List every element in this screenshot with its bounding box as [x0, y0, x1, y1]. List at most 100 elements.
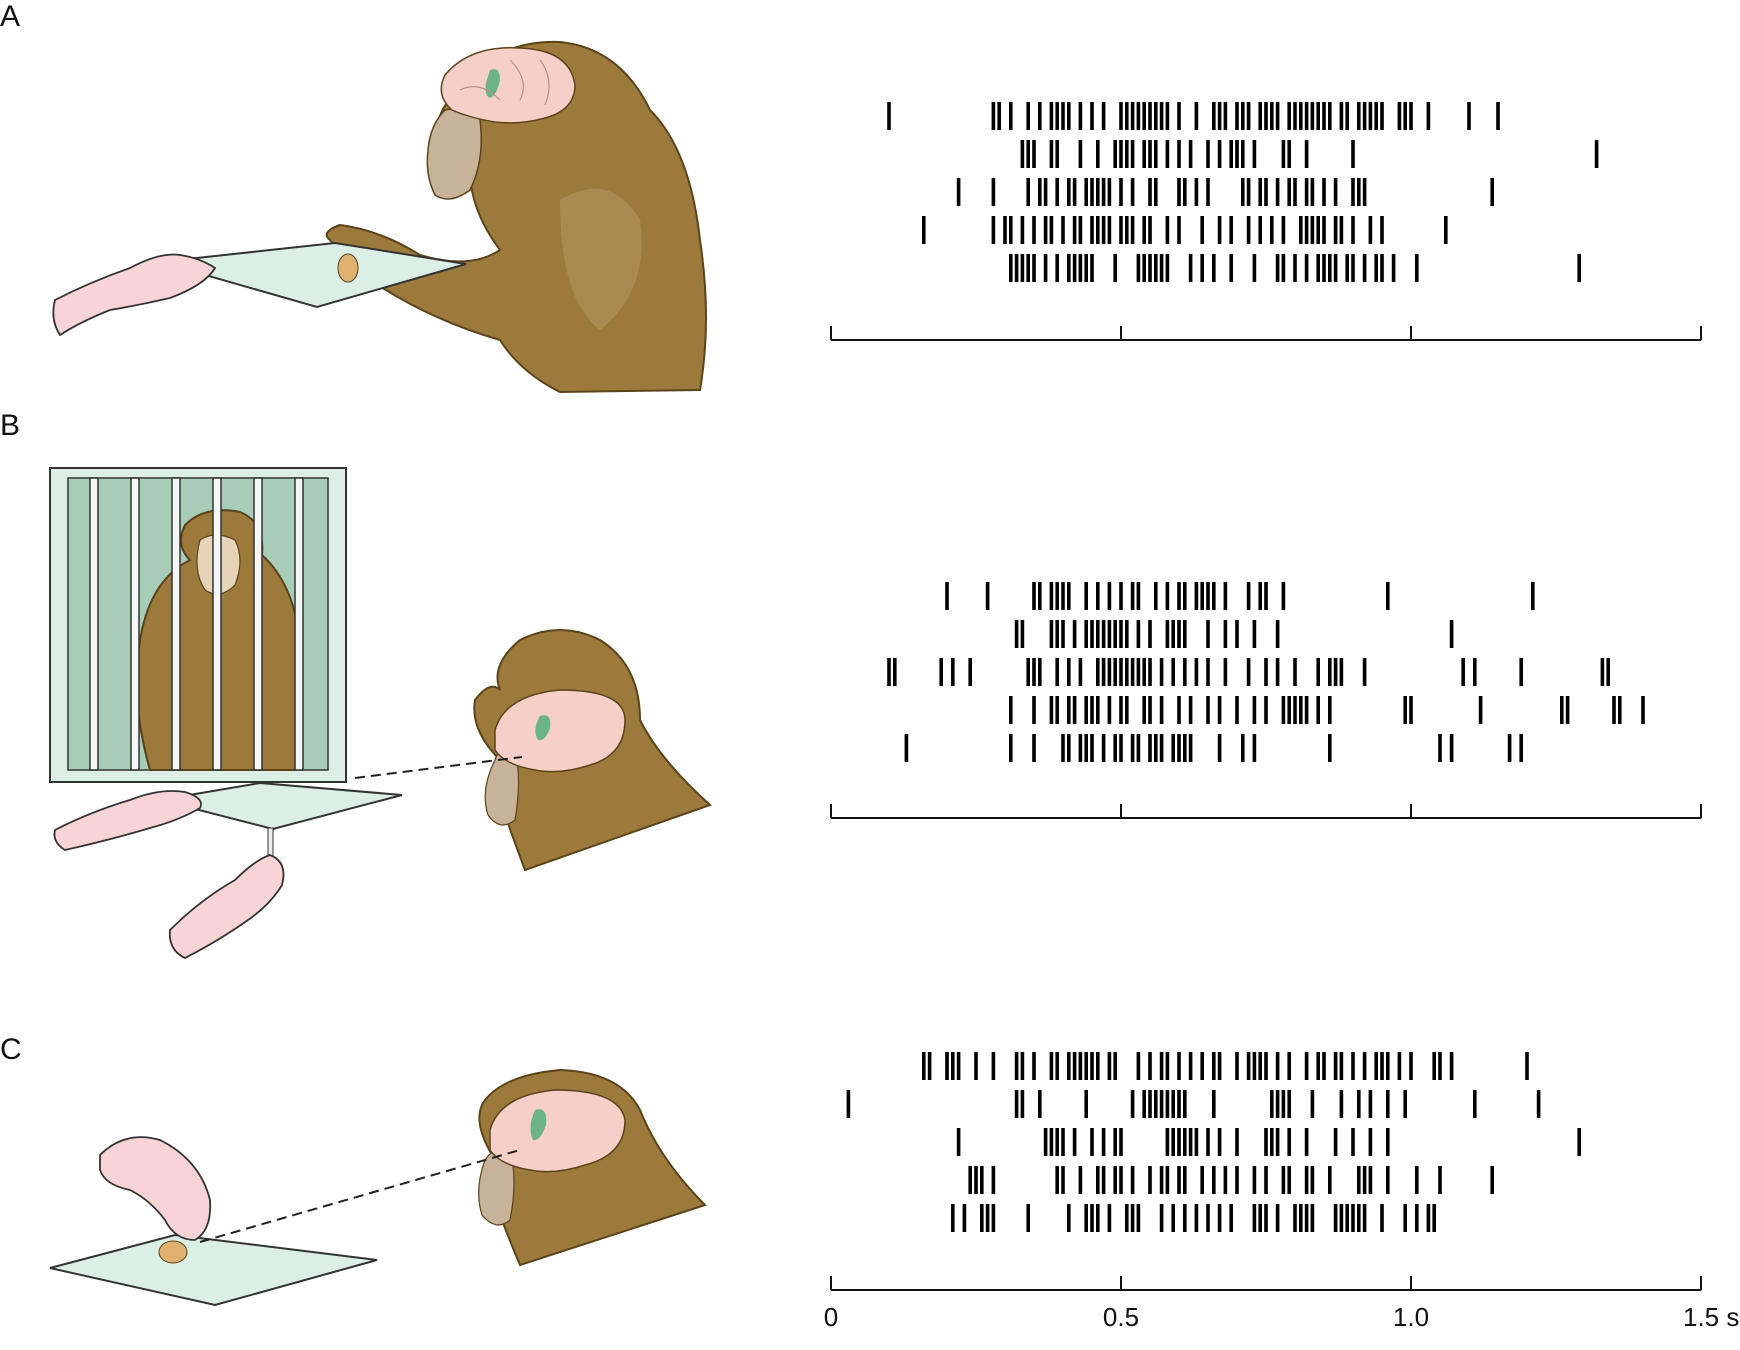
spike-mark [1090, 216, 1094, 244]
spike-mark [1235, 620, 1239, 648]
spike-mark [1496, 102, 1500, 130]
spike-mark [1113, 1052, 1117, 1080]
spike-mark [1333, 216, 1338, 244]
spike-mark [1078, 140, 1083, 168]
spike-mark [1241, 734, 1245, 762]
spike-mark [1217, 216, 1222, 244]
spike-mark [1136, 1204, 1141, 1232]
spike-mark [1328, 254, 1332, 282]
spike-mark [1130, 140, 1135, 168]
spike-mark [1212, 1090, 1216, 1118]
spike-mark [1177, 102, 1181, 130]
spike-mark [1188, 734, 1193, 762]
spike-mark [1212, 1052, 1216, 1080]
spike-mark [951, 658, 955, 686]
spike-mark [1061, 216, 1065, 244]
spike-mark [1159, 1090, 1164, 1118]
spike-mark [1212, 1166, 1216, 1194]
panel-label-b: B [0, 409, 21, 442]
spike-mark [1159, 254, 1164, 282]
spike-mark [1449, 1052, 1454, 1080]
spike-mark [1264, 1166, 1268, 1194]
spike-mark [1119, 140, 1123, 168]
spike-mark [1322, 1052, 1326, 1080]
spike-mark [1461, 658, 1465, 686]
spike-mark [1612, 696, 1616, 724]
spike-mark [1339, 102, 1344, 130]
spike-mark [1235, 102, 1239, 130]
spike-mark [1049, 620, 1054, 648]
spike-mark [1038, 582, 1042, 610]
spike-mark [1223, 658, 1228, 686]
spike-mark [1142, 216, 1146, 244]
spike-mark [1206, 1204, 1210, 1232]
spike-mark [1055, 582, 1059, 610]
spike-mark [1119, 620, 1123, 648]
spike-mark [1409, 1052, 1413, 1080]
spike-mark [1055, 1166, 1059, 1194]
spike-mark [1264, 102, 1268, 130]
spike-mark [1130, 102, 1135, 130]
spike-mark [1136, 620, 1141, 648]
spike-mark [1159, 734, 1164, 762]
spike-mark [1026, 178, 1030, 206]
spike-mark [1246, 102, 1251, 130]
spike-mark [1159, 658, 1164, 686]
spike-mark [1270, 1128, 1274, 1156]
spike-mark [1154, 254, 1158, 282]
spike-mark [1020, 216, 1025, 244]
spike-mark [1386, 1090, 1390, 1118]
spike-mark [1183, 178, 1187, 206]
spike-mark [1409, 696, 1413, 724]
spike-mark [1438, 1052, 1442, 1080]
spike-mark [1252, 1166, 1257, 1194]
spike-mark [1020, 254, 1025, 282]
spike-mark [1067, 582, 1071, 610]
spike-mark [1310, 178, 1315, 206]
spike-mark [1380, 254, 1384, 282]
spike-mark [1252, 140, 1257, 168]
spike-mark [1217, 696, 1222, 724]
spike-mark [1287, 1052, 1291, 1080]
spike-mark [1200, 582, 1204, 610]
spike-mark [1449, 620, 1454, 648]
spike-mark [1136, 102, 1141, 130]
spike-mark [1275, 178, 1280, 206]
spike-mark [1333, 1052, 1338, 1080]
spike-mark [1032, 658, 1036, 686]
spike-mark [1096, 216, 1100, 244]
spike-mark [1043, 178, 1048, 206]
spike-mark [1490, 178, 1494, 206]
spike-mark [1119, 102, 1123, 130]
spike-mark [1217, 1204, 1222, 1232]
spike-mark [887, 102, 891, 130]
spike-mark [1565, 696, 1570, 724]
spike-mark [1078, 1052, 1083, 1080]
spike-mark [1107, 696, 1112, 724]
spike-mark [1142, 140, 1146, 168]
spike-mark [1316, 1052, 1320, 1080]
spike-mark [1188, 1128, 1193, 1156]
spike-mark [1351, 216, 1355, 244]
spike-mark [1119, 734, 1123, 762]
spike-mark [1275, 658, 1280, 686]
spike-mark [1101, 178, 1106, 206]
spike-mark [1078, 102, 1083, 130]
spike-mark [1067, 178, 1071, 206]
spike-mark [1084, 178, 1088, 206]
spike-mark [1351, 140, 1355, 168]
axis-tick-label: 0 [824, 1302, 838, 1332]
spike-mark [1055, 1052, 1059, 1080]
spike-mark [1449, 734, 1454, 762]
spike-mark [1362, 102, 1367, 130]
spike-mark [1299, 102, 1303, 130]
spike-mark [945, 1052, 949, 1080]
spike-mark [1275, 102, 1280, 130]
spike-mark [1148, 216, 1152, 244]
spike-mark [1136, 658, 1141, 686]
spike-mark [1061, 734, 1065, 762]
spike-mark [1194, 582, 1199, 610]
spike-mark [1299, 696, 1303, 724]
